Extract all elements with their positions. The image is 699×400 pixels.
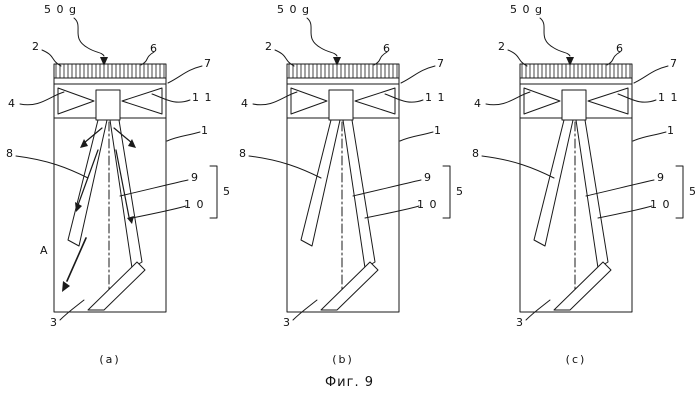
ref-label-5: 5 [223, 185, 231, 198]
subfigure-c-caption: (c) [565, 353, 587, 366]
ref-label-5: 5 [689, 185, 697, 198]
ref-label-3: 3 [516, 316, 524, 329]
ref-label-8: 8 [472, 147, 480, 160]
ref-label-7: 7 [204, 57, 212, 70]
ref-label-weight: 5 0 g [510, 3, 543, 16]
ref-label-1: 1 [434, 124, 442, 137]
ref-label-7: 7 [670, 57, 678, 70]
ref-label-10: 1 0 [650, 198, 671, 211]
ref-label-4: 4 [8, 97, 16, 110]
ref-label-2: 2 [265, 40, 273, 53]
ref-label-weight: 5 0 g [277, 3, 310, 16]
ref-label-11: 1 1 [658, 91, 679, 104]
ref-label-10: 1 0 [417, 198, 438, 211]
ref-label-9: 9 [191, 171, 199, 184]
subfigure-b: 5 0 g 2 6 7 4 1 1 1 8 9 1 0 5 3 (b) [237, 0, 470, 372]
ref-label-3: 3 [50, 316, 58, 329]
figure-caption: Фиг. 9 [324, 375, 374, 390]
subfigure-a: 5 0 g 2 6 7 4 1 1 1 8 9 1 0 5 3 A (a) [4, 0, 237, 372]
ref-label-7: 7 [437, 57, 445, 70]
ref-label-9: 9 [657, 171, 665, 184]
ref-label-A: A [40, 244, 49, 257]
ref-label-2: 2 [32, 40, 40, 53]
ref-label-9: 9 [424, 171, 432, 184]
ref-label-8: 8 [6, 147, 14, 160]
ref-label-2: 2 [498, 40, 506, 53]
ref-label-6: 6 [150, 42, 158, 55]
ref-label-6: 6 [383, 42, 391, 55]
ref-label-weight: 5 0 g [44, 3, 77, 16]
subfigure-c: 5 0 g 2 6 7 4 1 1 1 8 9 1 0 5 3 (c) [470, 0, 699, 372]
subfigure-b-caption: (b) [332, 353, 354, 366]
ref-label-5: 5 [456, 185, 464, 198]
ref-label-1: 1 [667, 124, 675, 137]
ref-label-3: 3 [283, 316, 291, 329]
ref-label-10: 1 0 [184, 198, 205, 211]
ref-label-1: 1 [201, 124, 209, 137]
ref-label-11: 1 1 [425, 91, 446, 104]
ref-label-11: 1 1 [192, 91, 213, 104]
ref-label-6: 6 [616, 42, 624, 55]
ref-label-8: 8 [239, 147, 247, 160]
ref-label-4: 4 [241, 97, 249, 110]
ref-label-4: 4 [474, 97, 482, 110]
subfigure-a-caption: (a) [99, 353, 121, 366]
